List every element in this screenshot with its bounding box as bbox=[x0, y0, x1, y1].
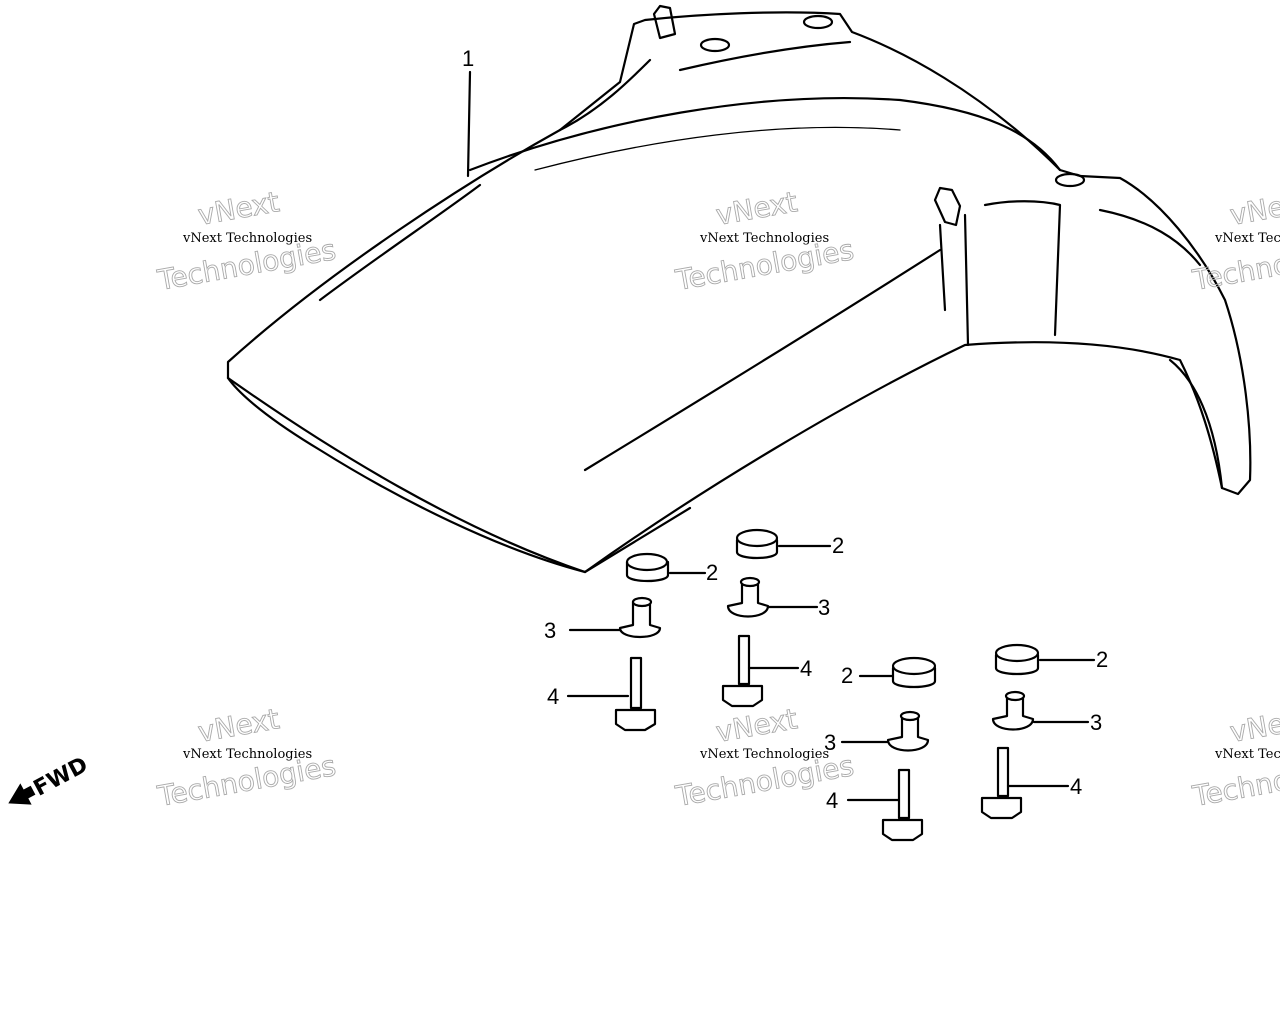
callout-1-label: 1 bbox=[462, 46, 474, 71]
cushion-d bbox=[994, 643, 1096, 676]
callout-3-label-c: 3 bbox=[824, 730, 836, 755]
callout-2-label-c: 2 bbox=[841, 663, 853, 688]
bolt-a bbox=[566, 656, 657, 732]
collar-c bbox=[840, 710, 930, 752]
fwd-label: FWD bbox=[30, 753, 93, 802]
callout-3-label-d: 3 bbox=[1090, 710, 1102, 735]
svg-text:vNext Technologies: vNext Technologies bbox=[699, 231, 829, 246]
collar-b bbox=[726, 576, 819, 618]
svg-text:vNext: vNext bbox=[1227, 185, 1280, 232]
callout-3-label-b: 3 bbox=[818, 595, 830, 620]
svg-text:vNext: vNext bbox=[713, 702, 799, 749]
collar-a bbox=[568, 596, 662, 639]
svg-text:vNext: vNext bbox=[1227, 702, 1280, 749]
callout-2-label-d: 2 bbox=[1096, 647, 1108, 672]
watermark-top-left: vNext Technologies vNext Technologies bbox=[154, 185, 339, 298]
watermark-top-right: vNext Technologies vNext Technologies bbox=[1189, 185, 1280, 298]
cushion-a bbox=[625, 552, 707, 583]
callout-2-label-b: 2 bbox=[832, 533, 844, 558]
front-fender bbox=[226, 4, 1252, 574]
callout-4-label-d: 4 bbox=[1070, 774, 1082, 799]
arrow-left-icon bbox=[8, 783, 36, 805]
bolt-d bbox=[980, 746, 1070, 820]
svg-text:vNext Technologies: vNext Technologies bbox=[1214, 231, 1280, 246]
svg-text:vNext: vNext bbox=[195, 702, 281, 749]
watermark-bottom-right: vNext Technologies vNext Technologies bbox=[1189, 702, 1280, 814]
svg-text:vNext Technologies: vNext Technologies bbox=[699, 747, 829, 762]
collar-d bbox=[991, 690, 1090, 731]
svg-text:vNext Technologies: vNext Technologies bbox=[1214, 747, 1280, 762]
svg-text:vNext Technologies: vNext Technologies bbox=[182, 231, 312, 246]
callout-2-label-a: 2 bbox=[706, 560, 718, 585]
callout-4-label-b: 4 bbox=[800, 656, 812, 681]
callout-4-label-a: 4 bbox=[547, 684, 559, 709]
watermark-bottom-left: vNext Technologies vNext Technologies bbox=[154, 702, 339, 814]
fwd-indicator: FWD bbox=[8, 753, 93, 805]
svg-text:vNext: vNext bbox=[195, 185, 281, 232]
bolt-c bbox=[846, 768, 924, 842]
svg-text:vNext Technologies: vNext Technologies bbox=[182, 747, 312, 762]
bolt-b bbox=[721, 634, 800, 708]
cushion-c bbox=[858, 656, 937, 689]
callout-4-label-c: 4 bbox=[826, 788, 838, 813]
cushion-b bbox=[735, 528, 832, 560]
callout-3-label-a: 3 bbox=[544, 618, 556, 643]
